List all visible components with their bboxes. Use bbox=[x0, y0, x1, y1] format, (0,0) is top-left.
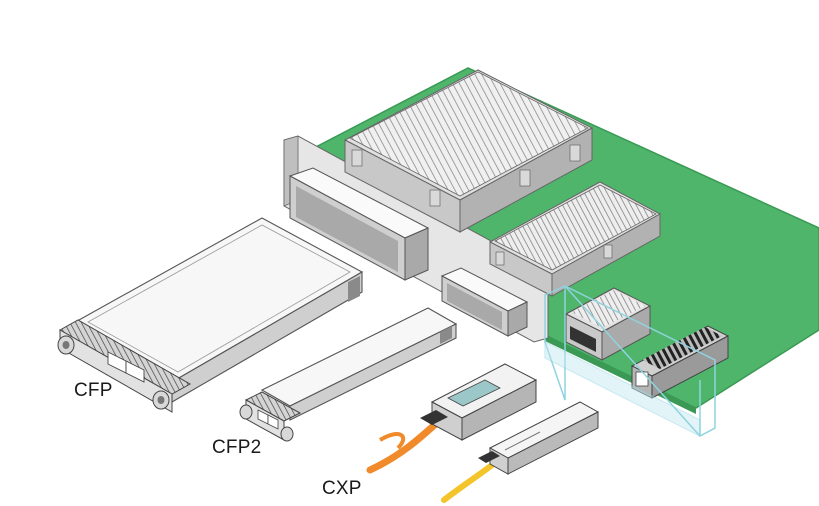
board-connector bbox=[630, 325, 730, 399]
cxp-cable-icon bbox=[366, 363, 538, 474]
cxp-label: CXP bbox=[322, 478, 362, 499]
qsfp-cable-icon bbox=[441, 401, 600, 503]
cfp2-label: CFP2 bbox=[212, 437, 262, 458]
cxp-cage bbox=[564, 287, 652, 361]
yellow-cable bbox=[441, 459, 499, 503]
orange-cable bbox=[366, 416, 444, 474]
cfp2-module-icon bbox=[239, 307, 458, 442]
small-heatsink bbox=[488, 181, 662, 297]
line-card-icon bbox=[283, 67, 819, 437]
cfp-module-icon bbox=[57, 217, 364, 413]
guide-box bbox=[544, 284, 716, 437]
cfp2-cage bbox=[440, 267, 529, 337]
cfp-label: CFP bbox=[74, 380, 113, 401]
cfp-cage bbox=[288, 167, 430, 281]
large-heatsink bbox=[343, 69, 594, 233]
